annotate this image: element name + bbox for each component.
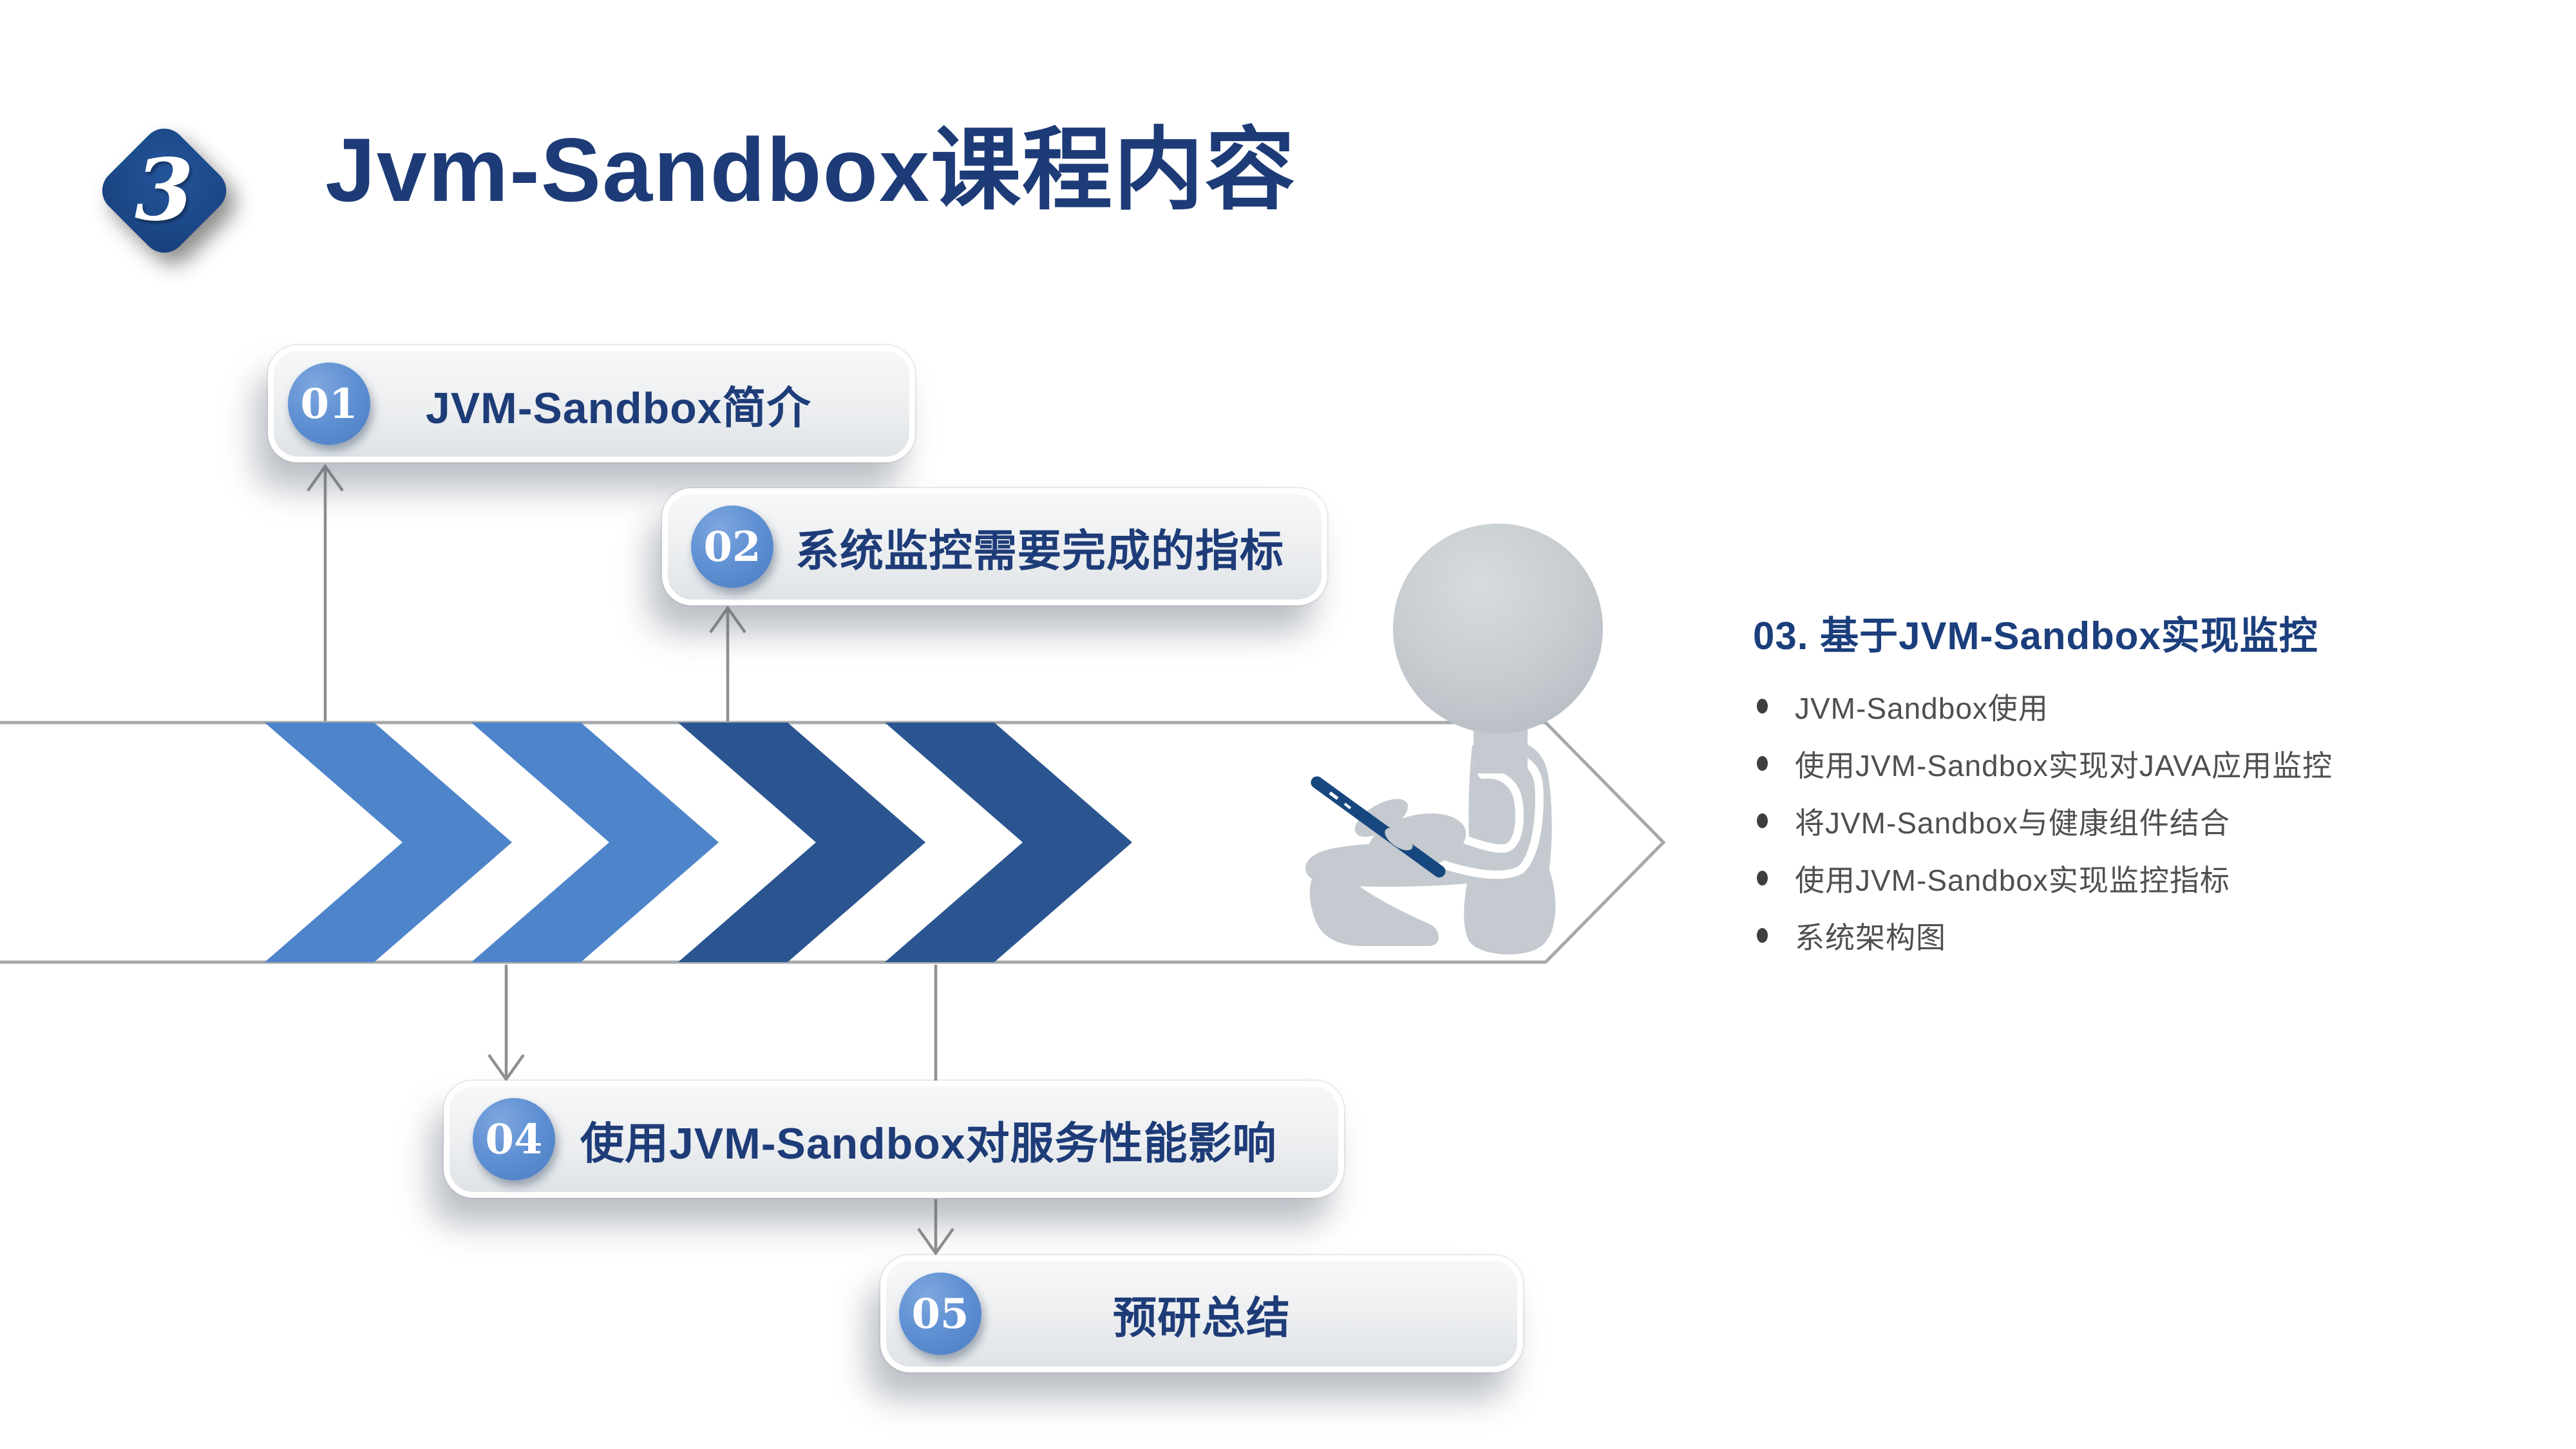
person-head	[1393, 524, 1603, 734]
arrowhead-down-banner-05	[917, 1227, 954, 1256]
banner-05-number-badge: 05	[899, 1273, 981, 1355]
agenda-banner-04: 04 使用JVM-Sandbox对服务性能影响	[444, 1081, 1344, 1198]
chevron-3-icon	[678, 723, 925, 962]
banner-04-label: 使用JVM-Sandbox对服务性能影响	[580, 1119, 1277, 1168]
bullet-text: 使用JVM-Sandbox实现监控指标	[1795, 863, 2230, 897]
agenda-banner-02: 02 系统监控需要完成的指标	[662, 488, 1327, 605]
agenda-banner-01: 01 JVM-Sandbox简介	[268, 345, 915, 462]
chevron-1-icon	[265, 723, 512, 962]
arrowhead-up-banner-02	[709, 605, 746, 634]
bullet-text: JVM-Sandbox使用	[1795, 691, 2049, 725]
detail-panel-03: 03. 基于JVM-Sandbox实现监控 JVM-Sandbox使用 使用JV…	[1749, 612, 2554, 964]
bullet-dot-icon	[1757, 756, 1768, 771]
person-body	[1305, 739, 1556, 955]
bullet-dot-icon	[1757, 699, 1768, 714]
section-number: 3	[135, 140, 194, 240]
banner-01-number-badge: 01	[288, 363, 370, 445]
banner-05-label: 预研总结	[1112, 1293, 1291, 1343]
page-title: Jvm-Sandbox课程内容	[325, 119, 1296, 220]
banner-02-number-badge: 02	[691, 506, 773, 588]
person-writing-illustration	[1305, 524, 1603, 955]
bullet-dot-icon	[1757, 813, 1768, 828]
arrowhead-down-banner-04	[488, 1054, 525, 1082]
list-item: 将JVM-Sandbox与健康组件结合	[1749, 792, 2554, 849]
bullet-text: 使用JVM-Sandbox实现对JAVA应用监控	[1795, 748, 2333, 782]
section-badge: 3	[93, 119, 236, 262]
list-item: JVM-Sandbox使用	[1749, 677, 2554, 735]
bullet-dot-icon	[1757, 871, 1768, 886]
arrowhead-up-banner-01	[307, 464, 344, 492]
pen-icon	[1311, 776, 1446, 878]
list-item: 使用JVM-Sandbox实现监控指标	[1749, 849, 2554, 907]
banner-01-label: JVM-Sandbox简介	[426, 383, 811, 433]
bullet-text: 系统架构图	[1795, 920, 1946, 954]
agenda-banner-05: 05 预研总结	[880, 1255, 1523, 1372]
chevron-4-icon	[885, 723, 1132, 962]
detail-panel-title: 03. 基于JVM-Sandbox实现监控	[1753, 614, 2318, 658]
banner-02-label: 系统监控需要完成的指标	[795, 526, 1285, 576]
chevron-2-icon	[471, 723, 719, 962]
bullet-dot-icon	[1757, 928, 1768, 943]
chevron-band-icon	[0, 721, 1666, 964]
detail-bullet-list: JVM-Sandbox使用 使用JVM-Sandbox实现对JAVA应用监控 将…	[1749, 677, 2554, 964]
bullet-text: 将JVM-Sandbox与健康组件结合	[1795, 806, 2230, 840]
banner-04-number-badge: 04	[473, 1098, 555, 1180]
list-item: 使用JVM-Sandbox实现对JAVA应用监控	[1749, 735, 2554, 792]
finger-over-pen	[1385, 828, 1413, 851]
list-item: 系统架构图	[1749, 907, 2554, 964]
diamond-icon: 3	[93, 119, 236, 262]
